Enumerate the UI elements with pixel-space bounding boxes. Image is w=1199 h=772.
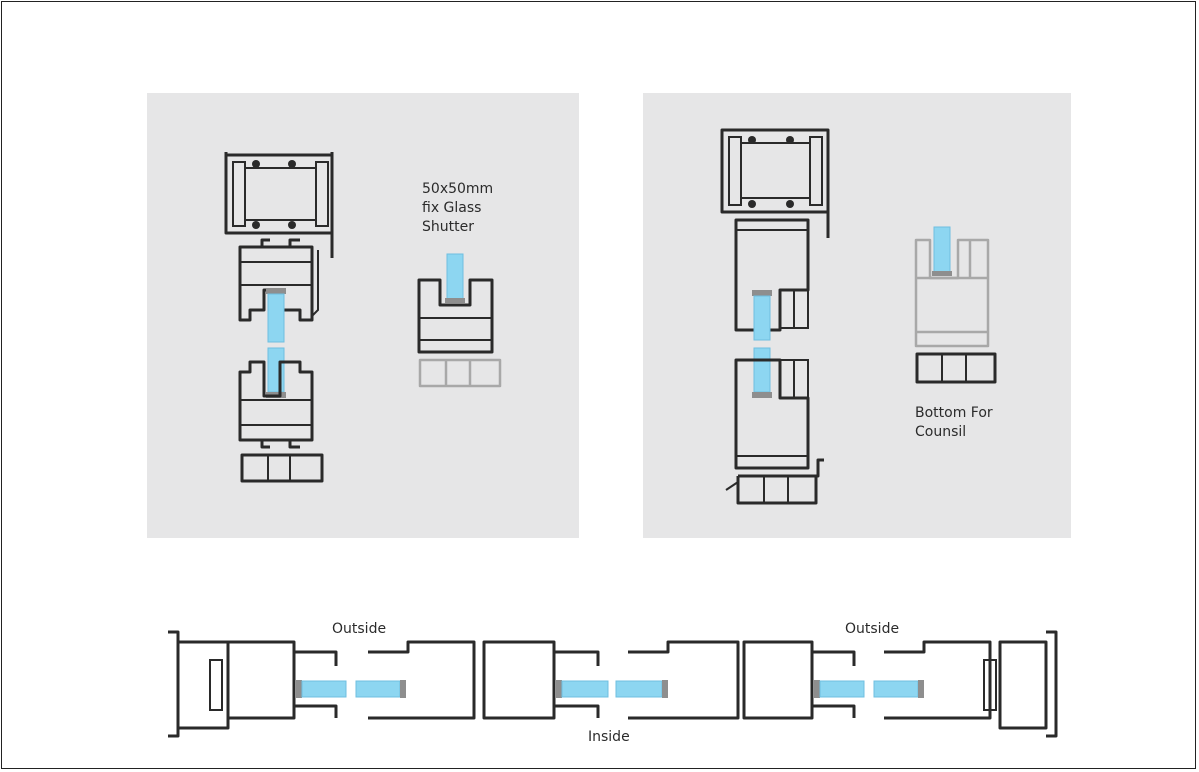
right-lower-sash-profile [734, 358, 810, 470]
left-lower-sash-profile [238, 360, 314, 449]
counsil-ghost-profile [914, 238, 990, 348]
right-section-panel [643, 93, 1071, 538]
right-lower-glass [753, 347, 771, 393]
left-section-panel [147, 93, 579, 538]
horizontal-section-profiles [168, 630, 1058, 738]
outside-label-left: Outside [332, 621, 387, 637]
right-top-frame-profile [720, 128, 830, 238]
outside-label-right: Outside [845, 621, 900, 637]
inside-label: Inside [588, 729, 630, 745]
counsil-glass [933, 226, 951, 274]
shutter-glass [446, 253, 464, 301]
counsil-bottom-profile [915, 352, 997, 384]
right-upper-glass [753, 295, 771, 341]
left-upper-glass [267, 293, 285, 343]
left-lower-glass [267, 347, 285, 393]
shutter-profile [417, 278, 494, 354]
left-bottom-track-profile [240, 453, 324, 483]
left-top-frame-profile [224, 152, 334, 258]
horizontal-section-glass [296, 680, 924, 698]
right-upper-sash-profile [734, 218, 810, 332]
fix-glass-shutter-label: 50x50mm fix Glass Shutter [422, 181, 494, 235]
shutter-ghost-track [418, 358, 502, 388]
right-bottom-track-profile [725, 458, 824, 505]
bottom-for-counsil-label: Bottom For Counsil [915, 405, 993, 440]
